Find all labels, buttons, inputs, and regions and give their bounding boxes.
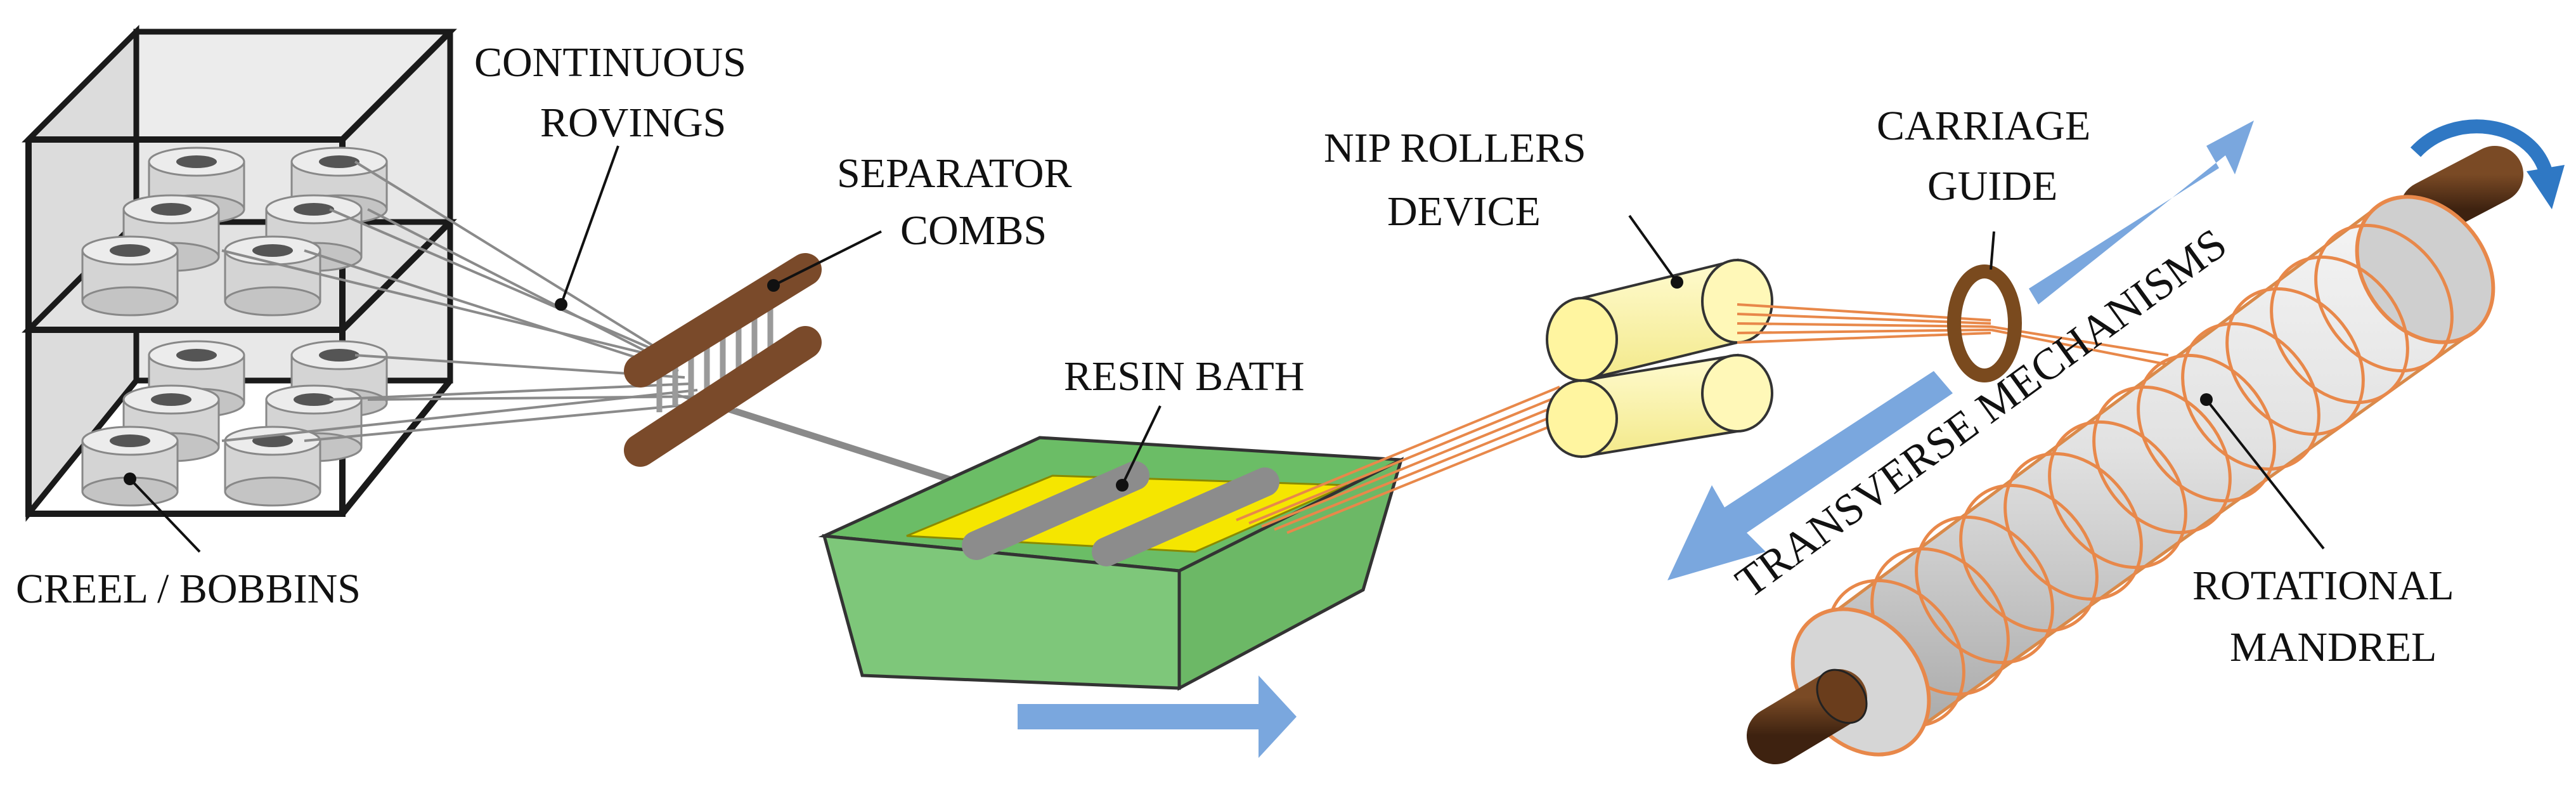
- leader-dots: [124, 276, 2213, 492]
- transverse-arrow-down: [1667, 371, 1953, 580]
- transverse-arrow-up: [2029, 121, 2254, 304]
- label-rotational-mandrel-line2: MANDREL: [2230, 624, 2437, 670]
- label-rotational-mandrel-line1: ROTATIONAL: [2192, 563, 2454, 609]
- bobbin: [224, 235, 321, 316]
- label-carriage-guide-line1: CARRIAGE: [1877, 103, 2090, 149]
- resin-bath: [818, 386, 1586, 691]
- label-continuous-rovings-line2: ROVINGS: [540, 100, 726, 146]
- comb-bar-lower: [624, 326, 822, 467]
- wet-fibers: [1236, 386, 1586, 534]
- nip-roller-lower: [1546, 353, 1773, 459]
- bobbins: [81, 147, 388, 507]
- nip-rollers: [1546, 258, 2169, 459]
- label-carriage-guide-line2: GUIDE: [1927, 163, 2057, 209]
- flow-arrow: [1018, 675, 1297, 758]
- label-creel-bobbins: CREEL / BOBBINS: [16, 566, 361, 612]
- label-nip-rollers-line1: NIP ROLLERS: [1324, 125, 1586, 171]
- rotational-mandrel: [1747, 146, 2523, 764]
- leader-lines: [129, 145, 2325, 553]
- label-separator-combs-line2: COMBS: [900, 207, 1047, 254]
- bath-roller: [1092, 467, 1279, 566]
- bobbin: [224, 426, 321, 507]
- rotation-arrowhead: [2527, 165, 2565, 209]
- label-nip-rollers-line2: DEVICE: [1387, 188, 1541, 235]
- bobbin: [81, 235, 179, 316]
- label-continuous-rovings-line1: CONTINUOUS: [474, 39, 746, 86]
- fiber-windings: [1826, 223, 2454, 728]
- bobbin: [81, 426, 179, 507]
- rotation-arrow: [2410, 119, 2553, 174]
- label-separator-combs-line1: SEPARATOR: [837, 150, 1072, 197]
- bath-roller: [962, 461, 1149, 560]
- carriage-guide-ring: [1947, 264, 2022, 382]
- label-resin-bath: RESIN BATH: [1064, 353, 1305, 400]
